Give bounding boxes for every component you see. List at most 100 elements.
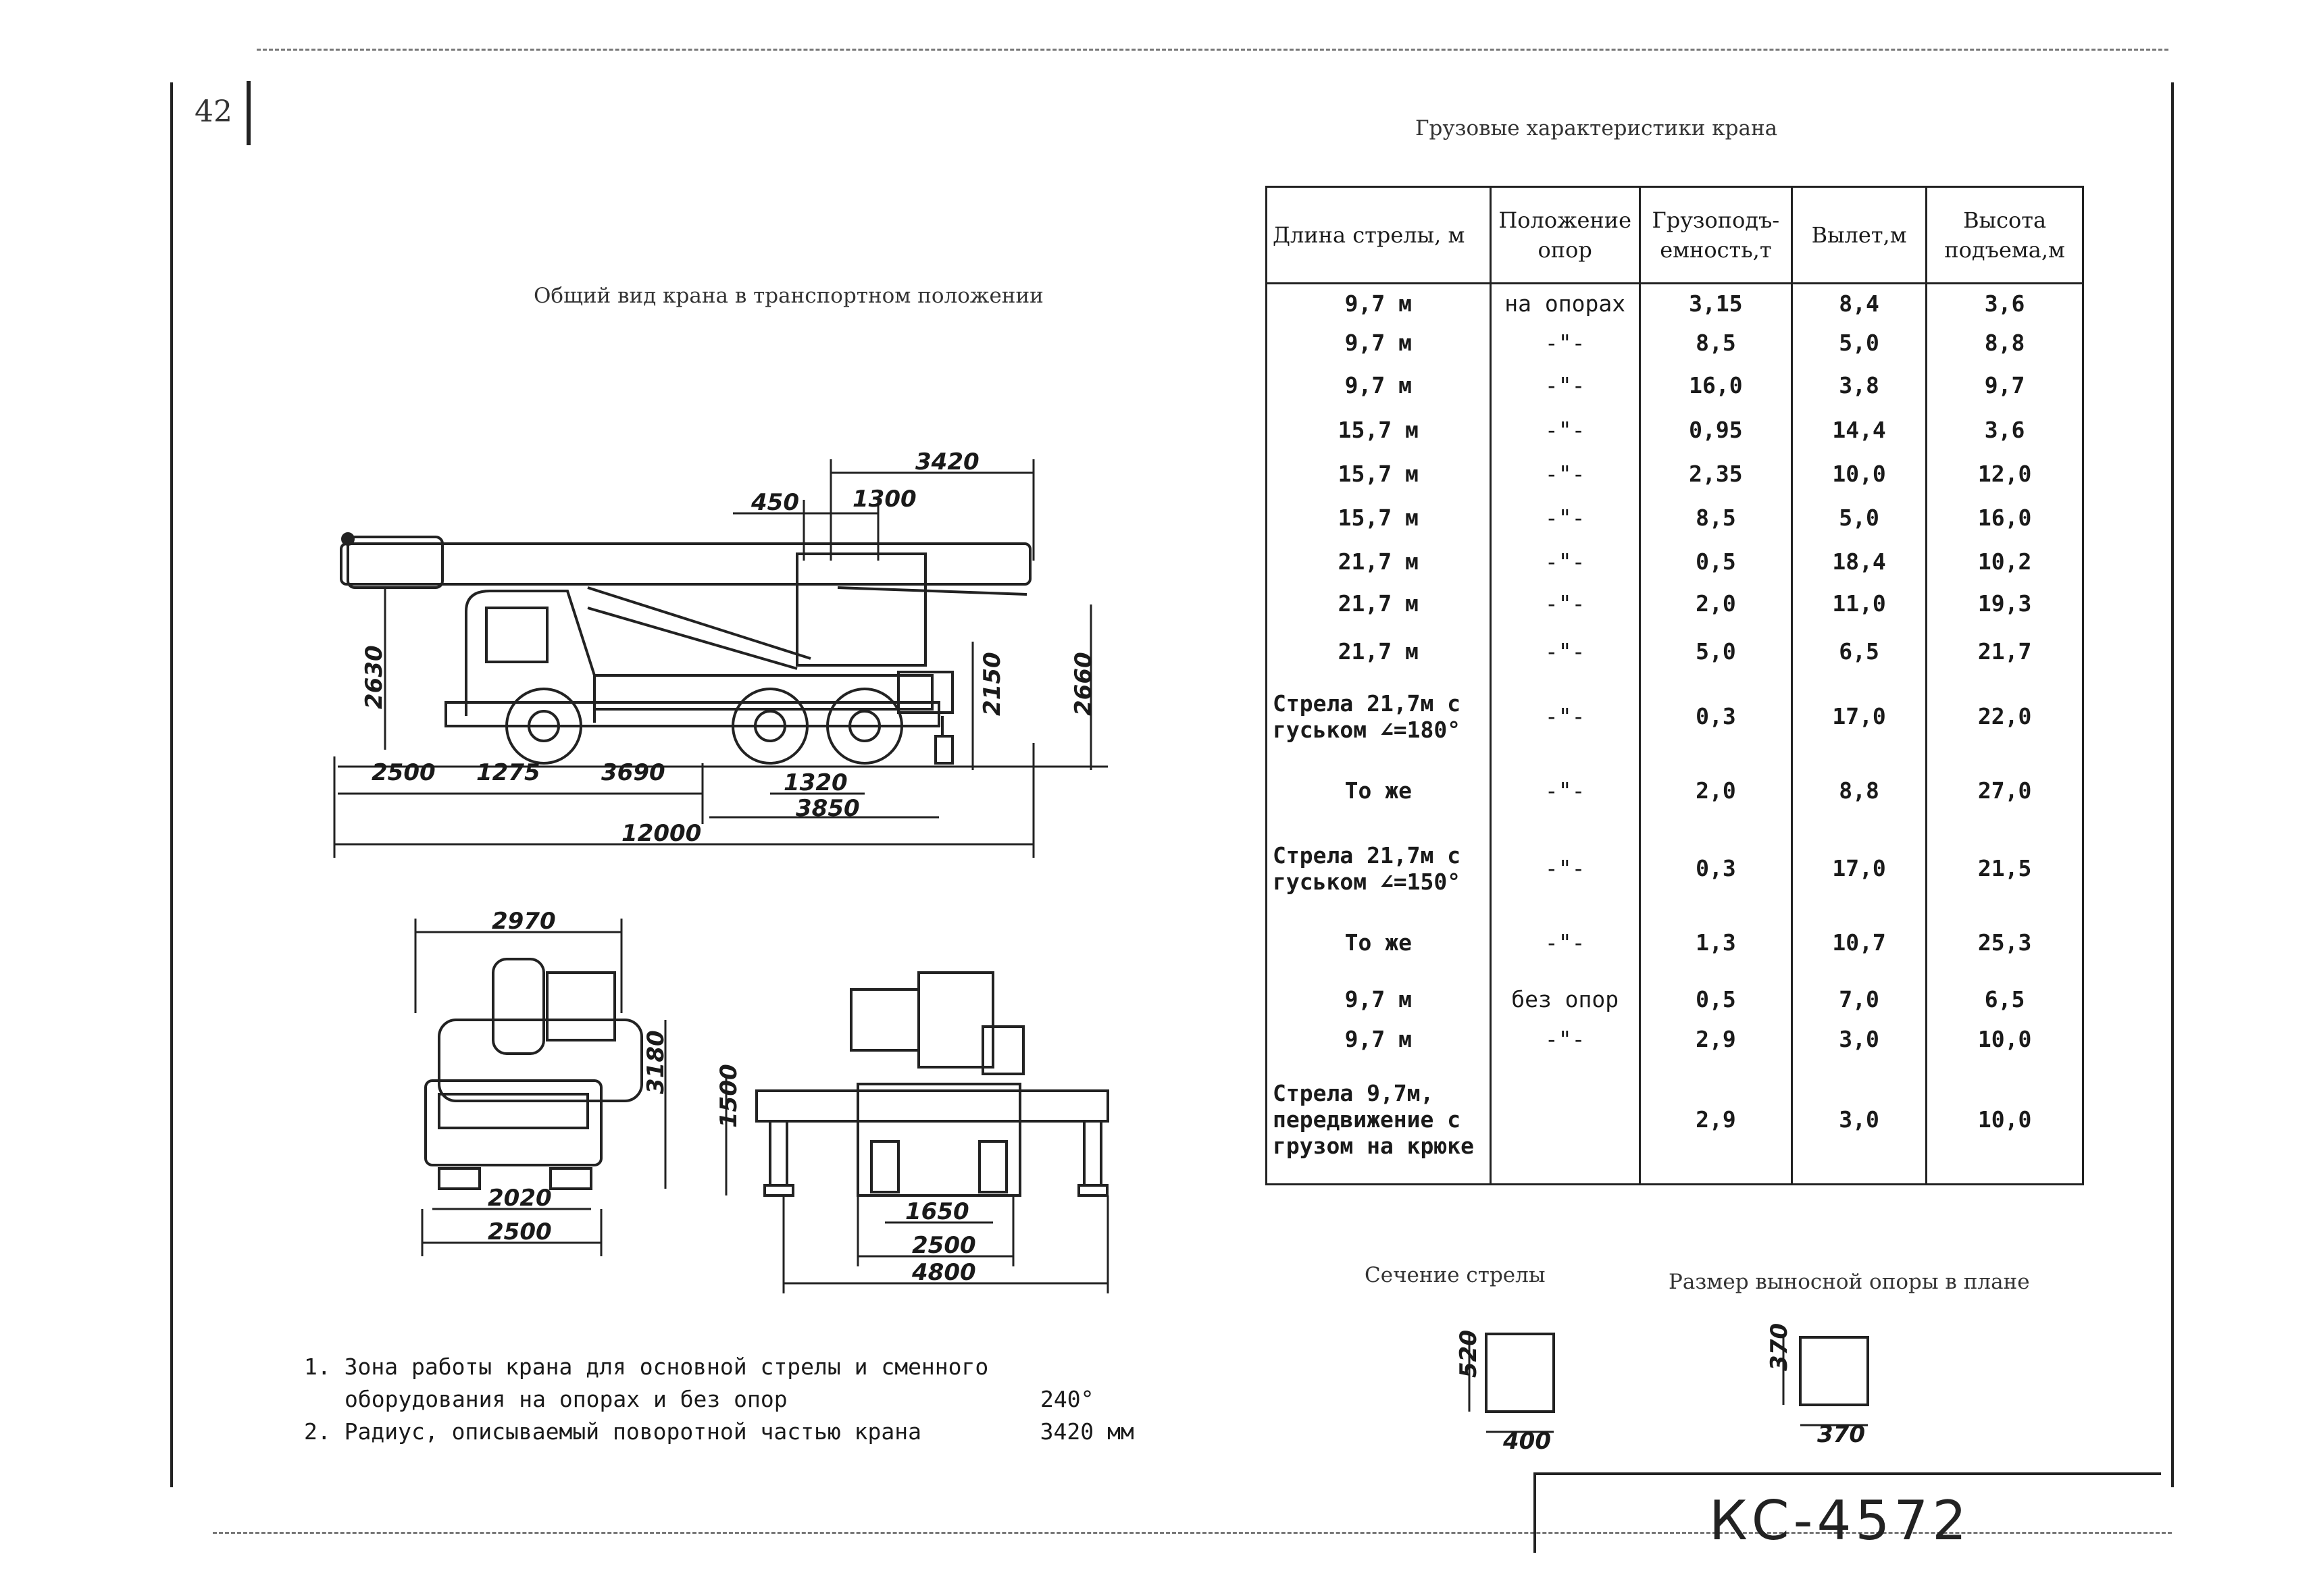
table-cell: 10,0 — [1925, 1022, 2084, 1056]
table-cell: на опорах — [1489, 283, 1641, 323]
frame-tick — [247, 81, 251, 145]
dim-boom-400: 400 — [1502, 1428, 1551, 1455]
table-cell: 2,9 — [1638, 1022, 1793, 1056]
table-cell: 3,6 — [1925, 283, 2084, 323]
table-cell: 25,3 — [1925, 908, 2084, 977]
table-cell: Стрела 9,7м, передвижение с грузом на кр… — [1265, 1056, 1492, 1185]
dim-front-3180: 3180 — [642, 1030, 669, 1094]
table-cell: 18,4 — [1790, 540, 1928, 584]
table-cell: Стрела 21,7м с гуськом ∠=150° — [1265, 827, 1492, 909]
dim-side-3420: 3420 — [915, 448, 980, 475]
table-cell: 21,7 м — [1265, 623, 1492, 679]
dim-side-3850: 3850 — [796, 795, 860, 822]
table-cell: 27,0 — [1925, 753, 2084, 828]
header-reach: Вылет,м — [1790, 186, 1928, 284]
table-cell: 22,0 — [1925, 679, 2084, 754]
boom-section-title: Сечение стрелы — [1365, 1263, 1546, 1287]
table-cell: -"- — [1489, 908, 1641, 977]
table-cell: 10,2 — [1925, 540, 2084, 584]
table-cell: 0,5 — [1638, 540, 1793, 584]
dim-side-2150: 2150 — [979, 652, 1006, 716]
table-cell: 11,0 — [1790, 583, 1928, 624]
table-cell: 9,7 — [1925, 363, 2084, 408]
table-cell: 3,15 — [1638, 283, 1793, 323]
table-cell: 0,3 — [1638, 827, 1793, 909]
dim-side-2630: 2630 — [361, 645, 388, 709]
top-border-line — [257, 49, 2168, 51]
page-number: 42 — [195, 95, 232, 129]
table-cell: 0,5 — [1638, 976, 1793, 1023]
header-lift-height: Высота подъема,м — [1925, 186, 2084, 284]
table-cell: 19,3 — [1925, 583, 2084, 624]
table-cell: 2,0 — [1638, 753, 1793, 828]
table-cell: 0,3 — [1638, 679, 1793, 754]
dim-front-2970: 2970 — [492, 908, 556, 935]
dim-rear-1650: 1650 — [905, 1198, 969, 1225]
note-item-1: 1. Зона работы крана для основной стрелы… — [304, 1354, 989, 1380]
header-boom-length: Длина стрелы, м — [1265, 186, 1492, 284]
table-cell: 9,7 м — [1265, 1022, 1492, 1056]
table-cell: -"- — [1489, 322, 1641, 363]
dim-side-1300: 1300 — [853, 486, 917, 513]
model-designation: КС-4572 — [1709, 1489, 1971, 1552]
dim-rear-1500: 1500 — [715, 1064, 742, 1128]
table-cell: -"- — [1489, 540, 1641, 584]
table-cell: 5,0 — [1638, 623, 1793, 679]
table-cell: То же — [1265, 753, 1492, 828]
dim-side-1275: 1275 — [476, 759, 540, 786]
dim-boom-520: 520 — [1455, 1330, 1482, 1378]
table-cell: 0,95 — [1638, 407, 1793, 453]
table-cell: 7,0 — [1790, 976, 1928, 1023]
dim-side-1320: 1320 — [784, 769, 848, 796]
table-cell: 3,0 — [1790, 1056, 1928, 1185]
dim-side-12000: 12000 — [621, 820, 701, 847]
table-cell: -"- — [1489, 495, 1641, 540]
dim-outrigger-370-horizontal: 370 — [1817, 1421, 1865, 1448]
table-cell: 9,7 м — [1265, 976, 1492, 1023]
dim-front-2500: 2500 — [488, 1218, 552, 1245]
table-cell — [1489, 1056, 1641, 1185]
table-cell: -"- — [1489, 407, 1641, 453]
table-cell: -"- — [1489, 623, 1641, 679]
table-cell: -"- — [1489, 1022, 1641, 1056]
table-cell: 10,7 — [1790, 908, 1928, 977]
table-cell: 16,0 — [1925, 495, 2084, 540]
table-cell: -"- — [1489, 753, 1641, 828]
table-cell: -"- — [1489, 363, 1641, 408]
table-cell: 9,7 м — [1265, 363, 1492, 408]
table-row: Стрела 9,7м, передвижение с грузом на кр… — [1265, 1056, 2084, 1185]
table-cell: 3,6 — [1925, 407, 2084, 453]
note-item-2: 2. Радиус, описываемый поворотной частью… — [304, 1418, 1134, 1445]
dim-outrigger-370-vertical: 370 — [1766, 1323, 1793, 1371]
table-cell: -"- — [1489, 452, 1641, 496]
table-header-row: Длина стрелы, м Положение опор Грузоподъ… — [1265, 186, 2084, 284]
table-cell: 21,7 м — [1265, 583, 1492, 624]
side-view-drawing — [333, 459, 1108, 858]
table-cell: 21,7 — [1925, 623, 2084, 679]
dim-side-450: 450 — [751, 489, 799, 516]
table-cell: 15,7 м — [1265, 495, 1492, 540]
table-cell: 15,7 м — [1265, 452, 1492, 496]
table-cell: 8,4 — [1790, 283, 1928, 323]
header-capacity: Грузоподъ- емность,т — [1638, 186, 1793, 284]
notes-list: 1. Зона работы крана для основной стрелы… — [304, 1351, 1134, 1448]
table-cell: 9,7 м — [1265, 283, 1492, 323]
table-cell: -"- — [1489, 827, 1641, 909]
table-cell: 12,0 — [1925, 452, 2084, 496]
table-cell: 8,8 — [1925, 322, 2084, 363]
bottom-border-line — [213, 1532, 2172, 1534]
table-cell: 2,9 — [1638, 1056, 1793, 1185]
dim-rear-2500: 2500 — [912, 1232, 976, 1259]
table-cell: -"- — [1489, 583, 1641, 624]
table-cell: 16,0 — [1638, 363, 1793, 408]
table-cell: 6,5 — [1925, 976, 2084, 1023]
table-cell: 10,0 — [1925, 1056, 2084, 1185]
